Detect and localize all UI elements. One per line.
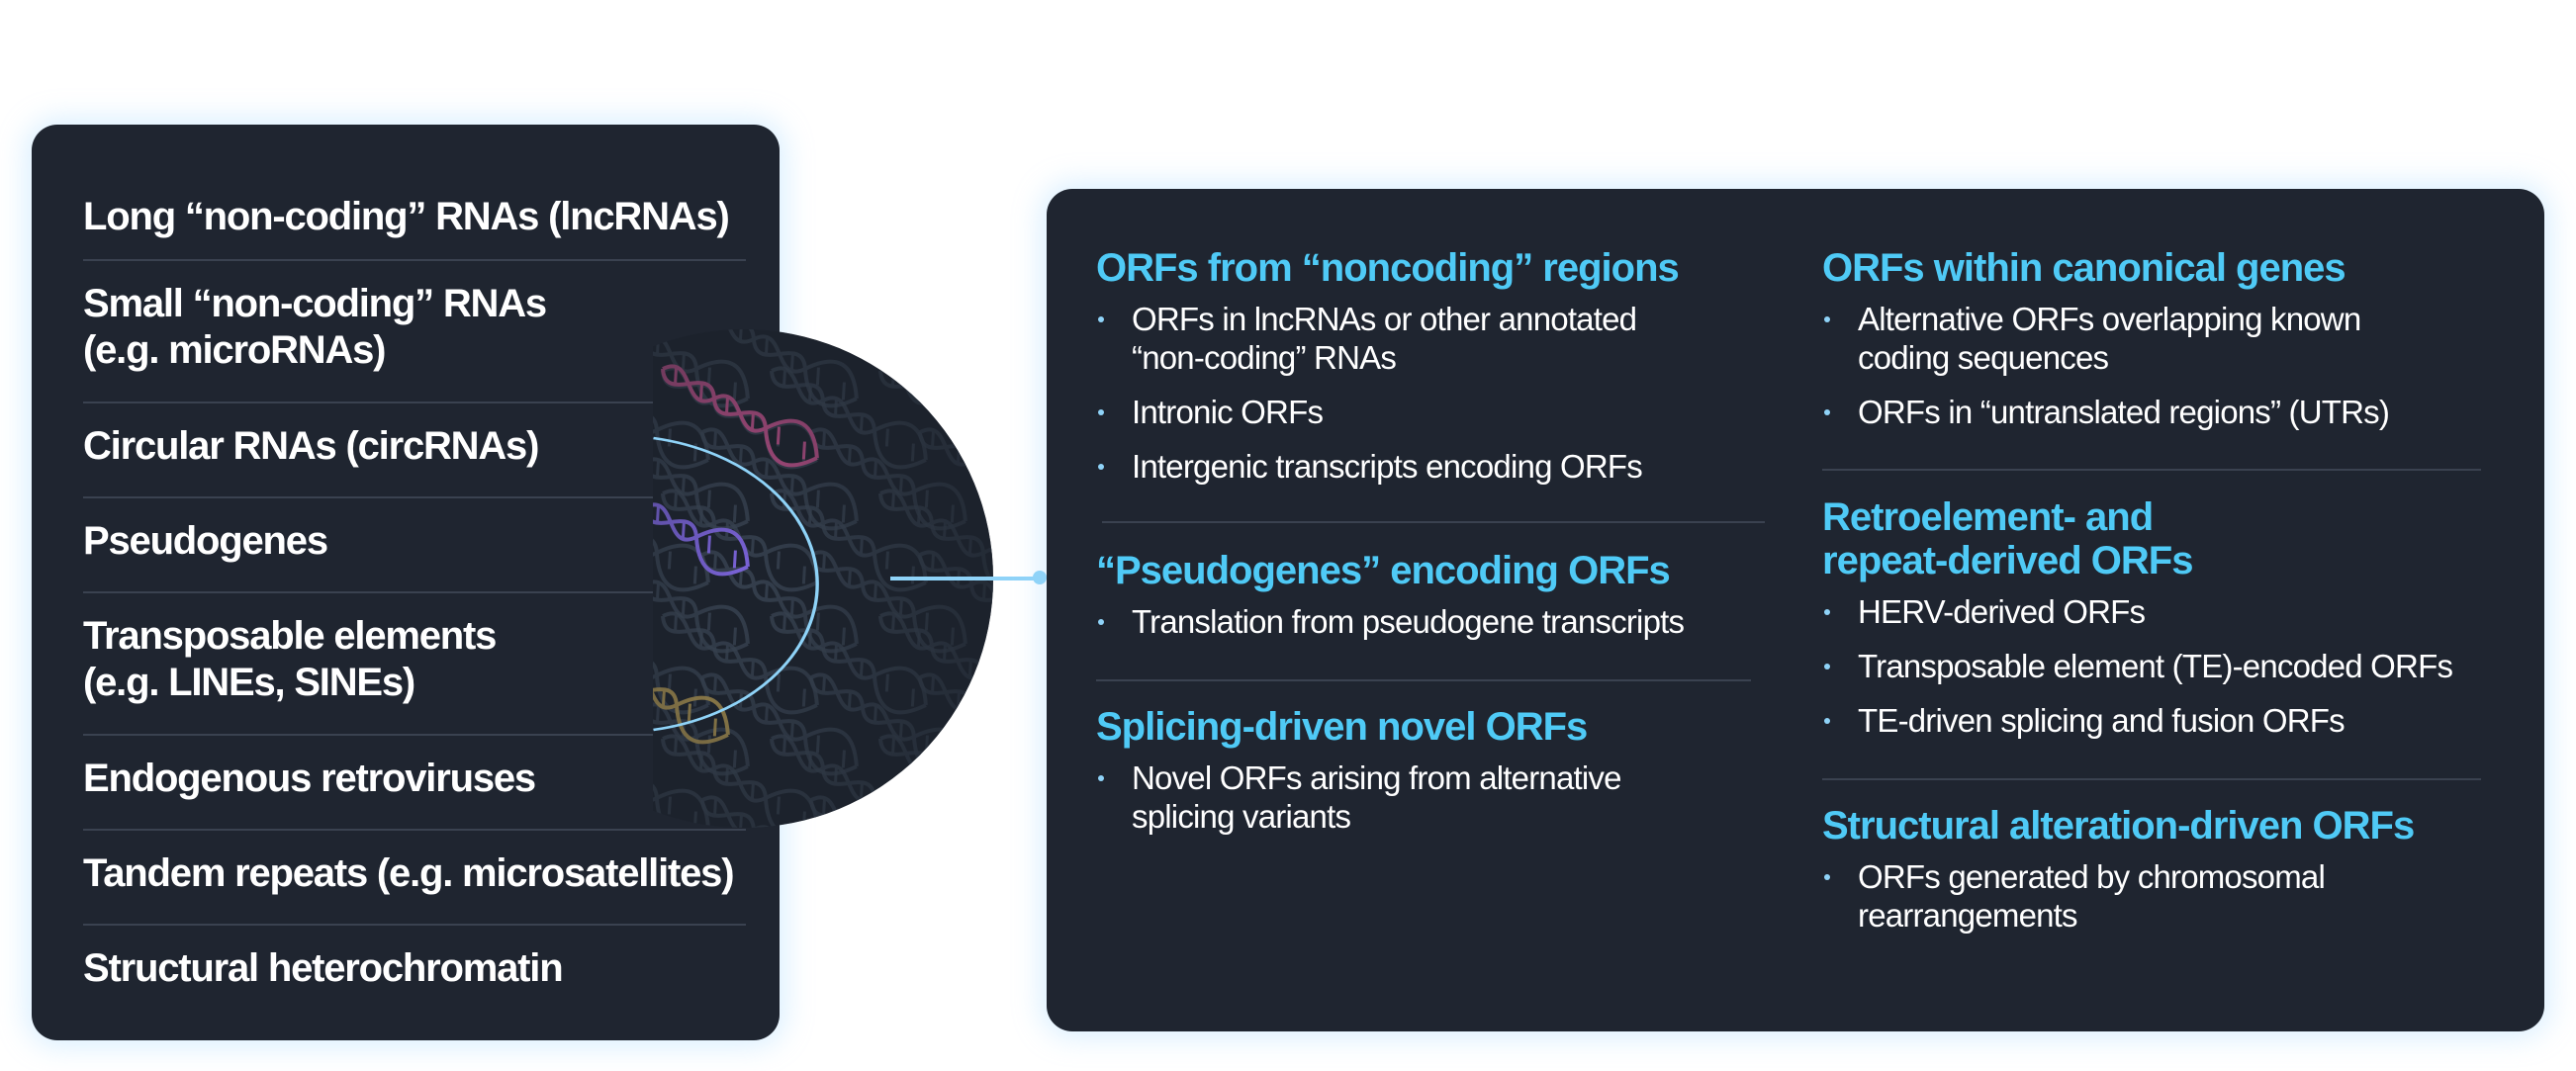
- source-item-retroviruses: Endogenous retroviruses: [83, 736, 746, 831]
- source-item-lncrna: Long “non-coding” RNAs (lncRNAs): [83, 166, 746, 261]
- bullet-text: Translation from pseudogene transcripts: [1132, 603, 1685, 640]
- bullet-icon: [1824, 316, 1830, 322]
- dna-helix-icon: [918, 795, 993, 828]
- source-label: Structural heterochromatin: [83, 946, 564, 990]
- bullet-list: ORFs generated by chromosomal rearrangem…: [1822, 857, 2495, 935]
- source-list: Long “non-coding” RNAs (lncRNAs) Small “…: [83, 166, 746, 1021]
- source-item-heterochromatin: Structural heterochromatin: [83, 926, 746, 1021]
- inner-arc: [653, 436, 819, 732]
- bullet-icon: [1098, 316, 1104, 322]
- section-divider: [1096, 679, 1751, 681]
- orf-categories-panel: ORFs from “noncoding” regions ORFs in ln…: [1047, 189, 2544, 1031]
- noncoding-sources-panel: Long “non-coding” RNAs (lncRNAs) Small “…: [32, 125, 780, 1040]
- category-noncoding-regions: ORFs from “noncoding” regions ORFs in ln…: [1096, 246, 1769, 501]
- bullet-item: ORFs in “untranslated regions” (UTRs): [1822, 393, 2495, 431]
- bullet-text: ORFs in lncRNAs or other annotated “non-…: [1132, 301, 1637, 376]
- bullet-item: ORFs generated by chromosomal rearrangem…: [1822, 857, 2412, 935]
- section-divider: [1102, 521, 1765, 523]
- source-label: Transposable elements (e.g. LINEs, SINEs…: [83, 614, 497, 704]
- bullet-list: Translation from pseudogene transcripts: [1096, 602, 1769, 641]
- bullet-text: ORFs in “untranslated regions” (UTRs): [1858, 394, 2390, 430]
- bullet-item: Intergenic transcripts encoding ORFs: [1096, 447, 1769, 486]
- source-label: Small “non-coding” RNAs (e.g. microRNAs): [83, 282, 547, 372]
- category-retroelement-derived: Retroelement- and repeat-derived ORFs HE…: [1822, 495, 2495, 756]
- source-item-tandem-repeats: Tandem repeats (e.g. microsatellites): [83, 831, 746, 926]
- bullet-text: Alternative ORFs overlapping known codin…: [1858, 301, 2361, 376]
- category-title: ORFs from “noncoding” regions: [1096, 246, 1680, 290]
- bullet-icon: [1098, 464, 1104, 470]
- source-label: Endogenous retroviruses: [83, 757, 536, 800]
- bullet-list: Alternative ORFs overlapping known codin…: [1822, 300, 2495, 431]
- source-item-pseudogenes: Pseudogenes: [83, 498, 746, 593]
- bullet-item: ORFs in lncRNAs or other annotated “non-…: [1096, 300, 1686, 377]
- source-label: Pseudogenes: [83, 519, 328, 563]
- bullet-icon: [1824, 664, 1830, 669]
- category-title: “Pseudogenes” encoding ORFs: [1096, 549, 1671, 592]
- bullet-text: Intergenic transcripts encoding ORFs: [1132, 448, 1643, 485]
- bullet-icon: [1824, 409, 1830, 415]
- bullet-item: TE-driven splicing and fusion ORFs: [1822, 701, 2495, 740]
- source-label: Circular RNAs (circRNAs): [83, 424, 539, 468]
- bullet-item: Alternative ORFs overlapping known codin…: [1822, 300, 2451, 377]
- bullet-text: ORFs generated by chromosomal rearrangem…: [1858, 858, 2326, 934]
- bullet-item: Novel ORFs arising from alternative spli…: [1096, 759, 1686, 836]
- bullet-item: HERV-derived ORFs: [1822, 592, 2495, 631]
- section-divider: [1822, 778, 2481, 780]
- source-item-transposable-elements: Transposable elements (e.g. LINEs, SINEs…: [83, 593, 746, 736]
- bullet-text: HERV-derived ORFs: [1858, 593, 2146, 630]
- source-item-small-rna: Small “non-coding” RNAs (e.g. microRNAs): [83, 261, 746, 403]
- category-canonical-genes: ORFs within canonical genes Alternative …: [1822, 246, 2495, 447]
- category-title: ORFs within canonical genes: [1822, 246, 2346, 290]
- bullet-icon: [1824, 874, 1830, 880]
- bullet-icon: [1098, 775, 1104, 781]
- bullet-icon: [1824, 718, 1830, 724]
- connector-line: [890, 577, 1045, 580]
- bullet-icon: [1098, 409, 1104, 415]
- bullet-item: Transposable element (TE)-encoded ORFs: [1822, 647, 2495, 685]
- bullet-item: Translation from pseudogene transcripts: [1096, 602, 1769, 641]
- bullet-item: Intronic ORFs: [1096, 393, 1769, 431]
- source-item-circrna: Circular RNAs (circRNAs): [83, 403, 746, 498]
- bullet-text: Intronic ORFs: [1132, 394, 1324, 430]
- source-label: Long “non-coding” RNAs (lncRNAs): [83, 195, 730, 238]
- category-title: Splicing-driven novel ORFs: [1096, 705, 1588, 749]
- bullet-list: HERV-derived ORFs Transposable element (…: [1822, 592, 2495, 740]
- source-label: Tandem repeats (e.g. microsatellites): [83, 851, 735, 895]
- connector-dot: [1033, 571, 1047, 584]
- bullet-text: Transposable element (TE)-encoded ORFs: [1858, 648, 2453, 684]
- bullet-icon: [1098, 619, 1104, 625]
- category-title: Structural alteration-driven ORFs: [1822, 804, 2415, 848]
- category-pseudogenes: “Pseudogenes” encoding ORFs Translation …: [1096, 549, 1769, 657]
- bullet-icon: [1824, 609, 1830, 615]
- bullet-text: TE-driven splicing and fusion ORFs: [1858, 702, 2346, 739]
- section-divider: [1822, 469, 2481, 471]
- bullet-list: Novel ORFs arising from alternative spli…: [1096, 759, 1769, 836]
- category-structural-alteration: Structural alteration-driven ORFs ORFs g…: [1822, 804, 2495, 950]
- bullet-text: Novel ORFs arising from alternative spli…: [1132, 759, 1621, 835]
- category-title: Retroelement- and repeat-derived ORFs: [1822, 495, 2193, 582]
- bullet-list: ORFs in lncRNAs or other annotated “non-…: [1096, 300, 1769, 486]
- category-splicing-driven: Splicing-driven novel ORFs Novel ORFs ar…: [1096, 705, 1769, 851]
